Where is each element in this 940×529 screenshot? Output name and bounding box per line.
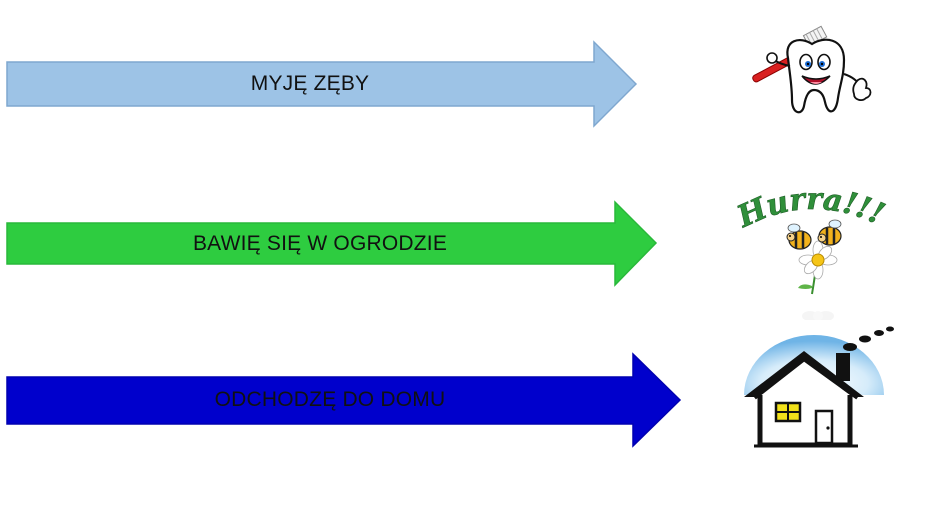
step-label: ODCHODZĘ DO DOMU — [214, 388, 446, 411]
tooth-with-toothbrush-icon — [740, 18, 875, 123]
svg-text:Hurra!!!: Hurra!!! — [731, 190, 889, 235]
step-label: BAWIĘ SIĘ W OGRODZIE — [192, 232, 448, 255]
house-icon — [738, 325, 898, 451]
hurra-bees-on-daisy-icon: Hurra!!! — [728, 190, 898, 320]
arrow-play-garden: BAWIĘ SIĘ W OGRODZIE — [0, 200, 660, 288]
step-label: MYJĘ ZĘBY — [250, 72, 370, 95]
arrow-go-home: ODCHODZĘ DO DOMU — [0, 352, 684, 448]
hurra-text: Hurra!!! — [731, 190, 890, 235]
arrow-brush-teeth: MYJĘ ZĘBY — [0, 40, 640, 128]
